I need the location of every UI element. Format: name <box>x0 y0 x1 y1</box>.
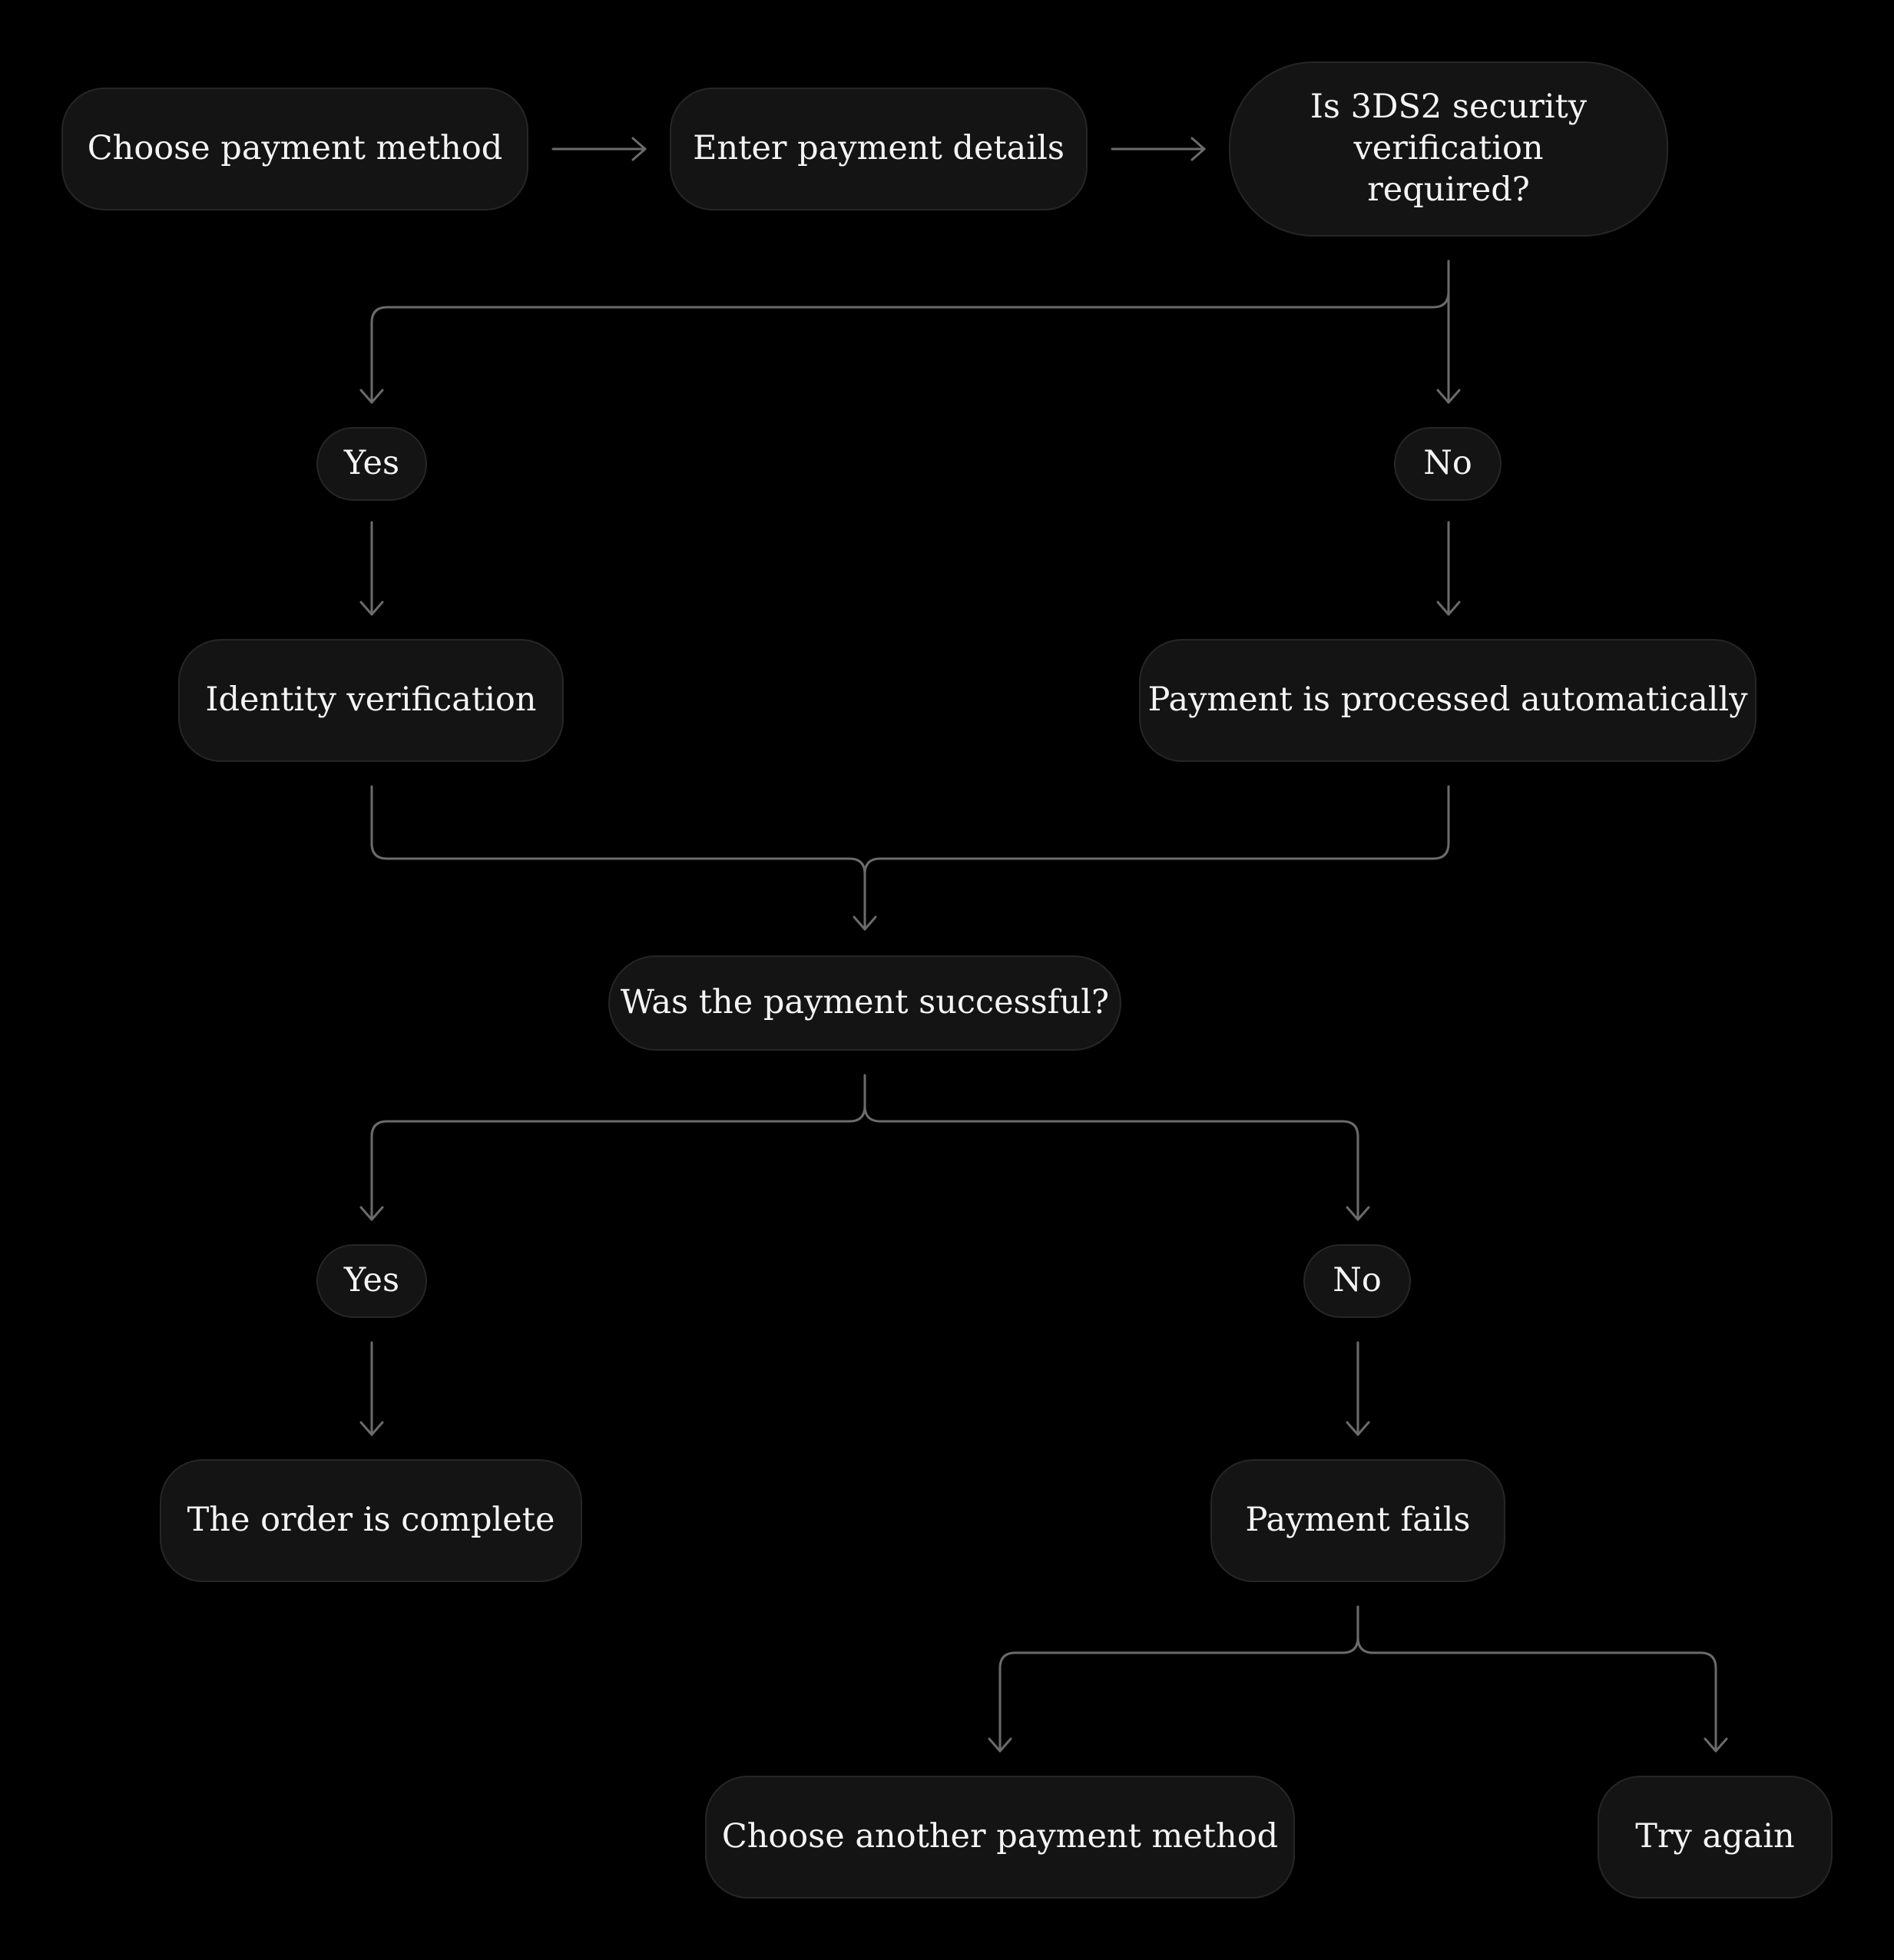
arrow-yes-to-identity <box>359 521 384 616</box>
node-try-again: Try again <box>1598 1776 1833 1899</box>
label-no-success: No <box>1303 1244 1411 1318</box>
branch-security-to-yes <box>359 260 1450 404</box>
branch-fails-to-retry <box>1356 1636 1728 1753</box>
arrow-no-to-auto <box>1436 521 1461 616</box>
arrow-no-to-fails <box>1346 1341 1370 1436</box>
node-identity-verification: Identity verification <box>178 639 564 762</box>
node-payment-processed-automatically: Payment is processed automatically <box>1139 639 1757 762</box>
node-payment-successful-question: Was the payment successful? <box>608 955 1121 1051</box>
branch-success-to-no <box>863 1104 1370 1221</box>
arrow-choose-to-enter <box>551 137 647 161</box>
arrow-enter-to-security <box>1111 137 1206 161</box>
branch-security-to-no <box>1436 260 1461 404</box>
label-yes-success: Yes <box>316 1244 427 1318</box>
node-payment-fails: Payment fails <box>1210 1459 1505 1582</box>
node-choose-payment-method: Choose payment method <box>61 88 528 210</box>
arrow-yes-to-complete <box>359 1341 384 1436</box>
label-no-security: No <box>1394 427 1502 501</box>
node-security-verification-question: Is 3DS2 security verification required? <box>1229 61 1668 237</box>
branch-success-to-yes <box>359 1074 866 1221</box>
node-order-complete: The order is complete <box>160 1459 582 1582</box>
node-enter-payment-details: Enter payment details <box>670 88 1088 210</box>
branch-fails-to-another <box>988 1605 1359 1753</box>
merge-to-success <box>370 785 1450 931</box>
node-choose-another-payment-method: Choose another payment method <box>705 1776 1295 1899</box>
label-yes-security: Yes <box>316 427 427 501</box>
